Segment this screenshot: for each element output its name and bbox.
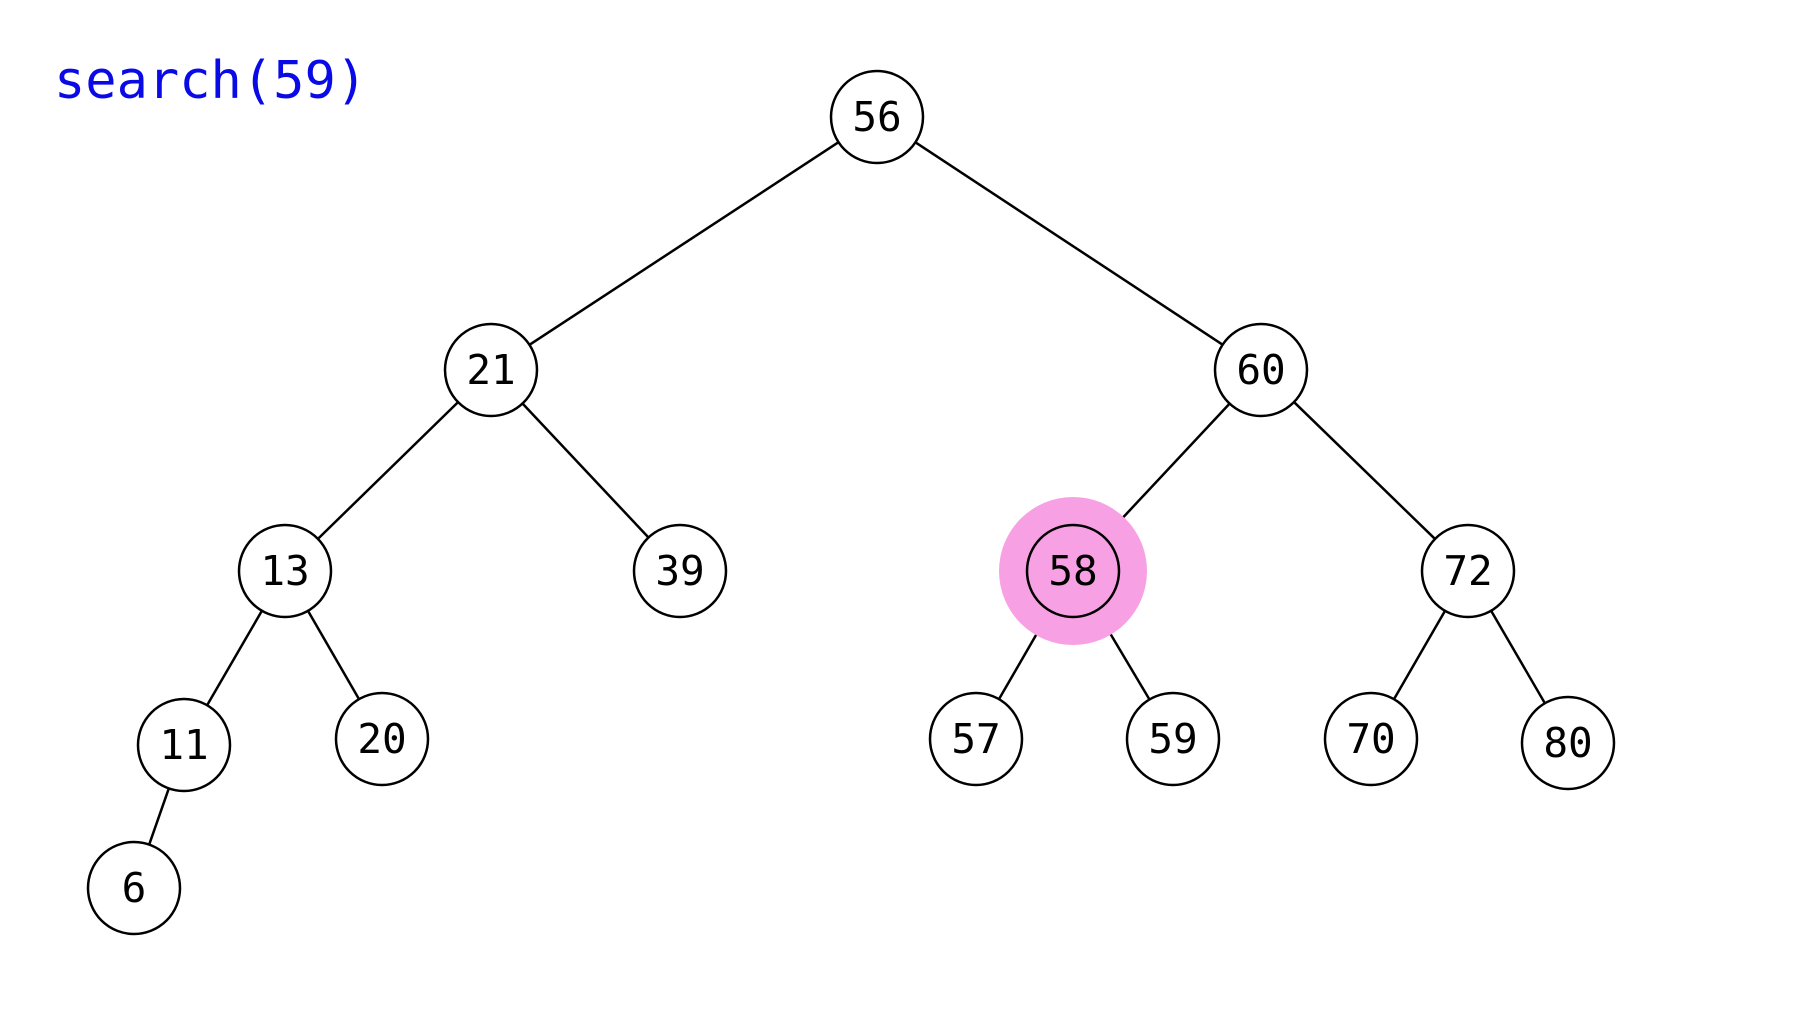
node-circle-11 <box>136 697 232 793</box>
node-6: 6 <box>86 840 182 936</box>
edge-60-72 <box>1293 401 1436 540</box>
node-59: 59 <box>1125 691 1221 787</box>
node-13: 13 <box>237 523 333 619</box>
node-56: 56 <box>829 69 925 165</box>
node-label-70: 70 <box>1346 715 1395 763</box>
node-label-57: 57 <box>951 715 1000 763</box>
node-circle-80 <box>1520 695 1616 791</box>
node-circle-58 <box>1025 523 1121 619</box>
node-58: 58 <box>1025 523 1121 619</box>
tree-nodes: 56 21 60 13 39 58 72 11 20 57 59 70 80 6 <box>86 69 1616 936</box>
edge-56-60 <box>914 141 1224 346</box>
node-80: 80 <box>1520 695 1616 791</box>
node-circle-56 <box>829 69 925 165</box>
node-label-72: 72 <box>1443 547 1492 595</box>
node-72: 72 <box>1420 523 1516 619</box>
node-circle-39 <box>632 523 728 619</box>
edge-21-39 <box>521 402 650 539</box>
edge-56-21 <box>528 141 840 346</box>
node-label-21: 21 <box>466 346 515 394</box>
search-caption: search(59) <box>54 51 368 111</box>
node-circle-70 <box>1323 691 1419 787</box>
edge-21-13 <box>317 401 459 540</box>
node-11: 11 <box>136 697 232 793</box>
node-circle-59 <box>1125 691 1221 787</box>
node-circle-57 <box>928 691 1024 787</box>
node-60: 60 <box>1213 322 1309 418</box>
edge-60-58 <box>1103 402 1231 539</box>
node-21: 21 <box>443 322 539 418</box>
node-57: 57 <box>928 691 1024 787</box>
node-70: 70 <box>1323 691 1419 787</box>
node-circle-21 <box>443 322 539 418</box>
edge-11-6 <box>148 788 170 845</box>
node-circle-13 <box>237 523 333 619</box>
edge-13-11 <box>206 610 263 706</box>
edge-13-20 <box>306 610 361 700</box>
edge-72-70 <box>1392 610 1447 700</box>
node-label-6: 6 <box>122 864 147 912</box>
node-label-80: 80 <box>1543 719 1592 767</box>
node-circle-6 <box>86 840 182 936</box>
node-label-20: 20 <box>357 715 406 763</box>
node-39: 39 <box>632 523 728 619</box>
node-label-13: 13 <box>260 547 309 595</box>
node-label-58: 58 <box>1048 547 1097 595</box>
node-label-56: 56 <box>852 93 901 141</box>
node-label-39: 39 <box>655 547 704 595</box>
node-label-60: 60 <box>1236 346 1285 394</box>
node-circle-20 <box>334 691 430 787</box>
node-20: 20 <box>334 691 430 787</box>
node-label-59: 59 <box>1148 715 1197 763</box>
edge-72-80 <box>1490 610 1546 704</box>
node-label-11: 11 <box>159 721 208 769</box>
node-circle-60 <box>1213 322 1309 418</box>
node-circle-72 <box>1420 523 1516 619</box>
